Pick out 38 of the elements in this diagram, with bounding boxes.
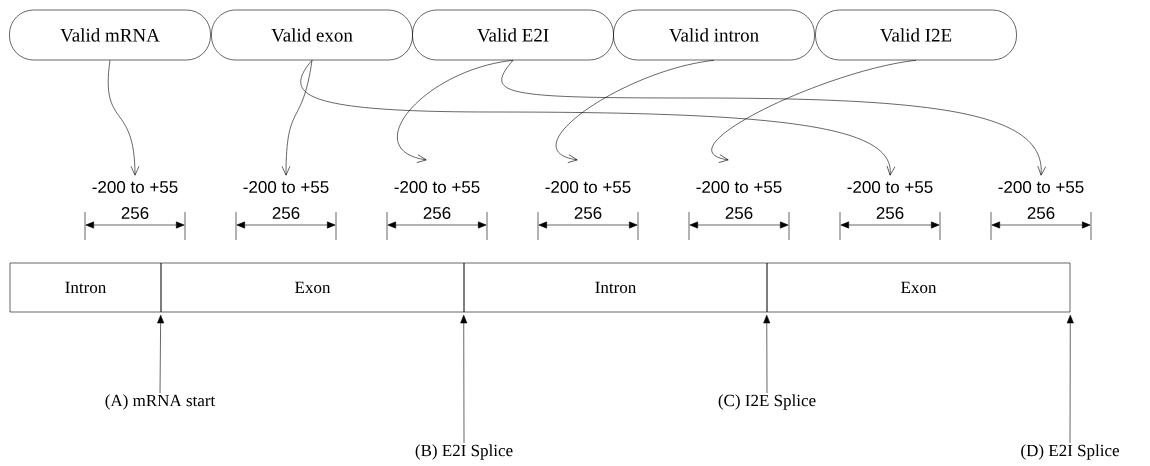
site-label: (D) E2I Splice (1021, 444, 1119, 460)
arrow (711, 60, 917, 163)
arrow (460, 314, 468, 444)
rounded-box: Valid exon (211, 9, 413, 61)
range-label: -200 to +55 (92, 181, 178, 194)
range-label: -200 to +55 (847, 181, 933, 194)
arrow (281, 60, 313, 176)
range-label: -200 to +55 (243, 181, 329, 194)
site-label: (C) I2E Splice (718, 394, 816, 410)
length-label: 256 (876, 207, 904, 220)
site-label: (B) E2I Splice (415, 444, 513, 460)
arrow (556, 60, 715, 163)
rounded-box: Valid mRNA (9, 9, 211, 61)
arrow (157, 314, 165, 394)
length-label: 256 (725, 207, 753, 220)
region-box: Exon (766, 262, 1071, 313)
arrow (763, 314, 771, 394)
range-label: -200 to +55 (696, 181, 782, 194)
region-box: Exon (160, 262, 465, 313)
arrow (501, 60, 1047, 176)
region-box: Intron (9, 262, 162, 313)
length-label: 256 (574, 207, 602, 220)
range-label: -200 to +55 (998, 181, 1084, 194)
range-label: -200 to +55 (545, 181, 631, 194)
arrow (108, 60, 140, 176)
site-label: (A) mRNA start (105, 394, 216, 410)
length-label: 256 (272, 207, 300, 220)
rounded-box: Valid E2I (412, 9, 614, 61)
arrow (397, 60, 514, 163)
length-label: 256 (1027, 207, 1055, 220)
arrow (1066, 314, 1074, 444)
rounded-box: Valid intron (613, 9, 815, 61)
range-label: -200 to +55 (394, 181, 480, 194)
rounded-box: Valid I2E (815, 9, 1017, 61)
length-label: 256 (121, 207, 149, 220)
length-label: 256 (423, 207, 451, 220)
region-box: Intron (463, 262, 768, 313)
arrow (300, 60, 896, 176)
